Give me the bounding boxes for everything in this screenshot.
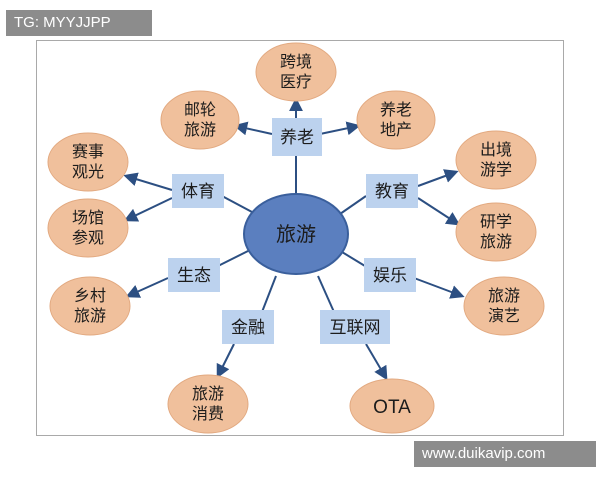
category-jiaoyu-label: 教育 — [375, 182, 409, 202]
watermark-bottom: www.duikavip.com — [414, 441, 596, 467]
leaf-changguan-canguan-line1: 场馆 — [72, 208, 104, 227]
category-tiyu: 体育 — [172, 174, 224, 208]
category-hulianwang: 互联网 — [320, 310, 390, 344]
leaf-lvyou-xiaofei-line2: 消费 — [192, 404, 224, 423]
leaf-changguan-canguan: 场馆 参观 — [47, 198, 129, 258]
arrow-to-lvyou-xiaofei — [216, 343, 235, 379]
leaf-ota: OTA — [349, 378, 435, 434]
connector-hub-yule — [341, 251, 366, 267]
leaf-youlun-lvyou: 邮轮 旅游 — [160, 90, 240, 150]
arrow-to-yanxue-lvyou — [417, 197, 461, 226]
leaf-ota-label: OTA — [373, 397, 411, 418]
leaf-xiangcun-lvyou: 乡村 旅游 — [49, 276, 131, 336]
arrow-to-saishi-guanguang — [123, 172, 173, 191]
leaf-chujing-youxue: 出境 游学 — [455, 130, 537, 190]
arrow-to-lvyou-yanyi — [413, 277, 465, 299]
leaf-youlun-lvyou-line1: 邮轮 — [184, 100, 216, 119]
category-yule-label: 娱乐 — [373, 266, 407, 286]
leaf-yanglao-dichan: 养老 地产 — [356, 90, 436, 150]
category-yanglao: 养老 — [272, 118, 322, 156]
hub-node: 旅游 — [243, 193, 349, 275]
leaf-lvyou-yanyi-line2: 演艺 — [488, 306, 520, 325]
watermark-top: TG: MYYJJPP — [6, 10, 152, 36]
leaf-kuajing-yiliao: 跨境 医疗 — [255, 42, 337, 102]
arrow-to-changguan-canguan — [123, 197, 173, 222]
leaf-yanxue-lvyou-line2: 旅游 — [480, 232, 512, 251]
category-shengtai-label: 生态 — [177, 266, 211, 286]
connector-hub-hulianwang — [317, 275, 335, 313]
category-hulianwang-label: 互联网 — [330, 318, 381, 338]
leaf-arrows — [123, 97, 465, 381]
leaf-yanxue-lvyou-line1: 研学 — [480, 212, 512, 231]
arrow-to-youlun-lvyou — [233, 121, 273, 136]
category-yanglao-label: 养老 — [280, 128, 314, 148]
leaf-lvyou-yanyi-line1: 旅游 — [488, 286, 520, 305]
leaf-kuajing-yiliao-line1: 跨境 — [280, 52, 312, 71]
leaf-lvyou-xiaofei-line1: 旅游 — [192, 384, 224, 403]
leaf-chujing-youxue-line2: 游学 — [480, 160, 512, 179]
hub-label: 旅游 — [276, 222, 316, 246]
category-jinrong: 金融 — [222, 310, 274, 344]
category-yule: 娱乐 — [364, 258, 416, 292]
arrow-to-ota — [365, 343, 388, 381]
category-tiyu-label: 体育 — [181, 182, 215, 202]
leaf-xiangcun-lvyou-line2: 旅游 — [74, 306, 106, 325]
leaf-youlun-lvyou-line2: 旅游 — [184, 120, 216, 139]
arrow-to-chujing-youxue — [417, 169, 459, 187]
leaf-kuajing-yiliao-line2: 医疗 — [280, 72, 312, 91]
leaf-saishi-guanguang: 赛事 观光 — [47, 132, 129, 192]
category-jiaoyu: 教育 — [366, 174, 418, 208]
arrow-to-yanglao-dichan — [319, 121, 361, 136]
leaf-lvyou-yanyi: 旅游 演艺 — [463, 276, 545, 336]
category-jinrong-label: 金融 — [231, 318, 265, 338]
leaf-chujing-youxue-line1: 出境 — [480, 140, 512, 159]
connector-hub-tiyu — [221, 195, 253, 213]
leaf-changguan-canguan-line2: 参观 — [72, 228, 104, 247]
leaf-saishi-guanguang-line1: 赛事 — [72, 142, 104, 161]
category-shengtai: 生态 — [168, 258, 220, 292]
leaf-lvyou-xiaofei: 旅游 消费 — [167, 374, 249, 434]
leaf-yanglao-dichan-line1: 养老 — [380, 100, 412, 119]
connector-hub-jinrong — [261, 275, 277, 313]
leaf-saishi-guanguang-line2: 观光 — [72, 162, 104, 181]
arrow-to-xiangcun-lvyou — [125, 277, 169, 298]
leaf-yanglao-dichan-line2: 地产 — [380, 120, 412, 139]
leaf-xiangcun-lvyou-line1: 乡村 — [74, 286, 106, 305]
leaf-yanxue-lvyou: 研学 旅游 — [455, 202, 537, 262]
hub-connectors — [217, 156, 367, 313]
connector-hub-shengtai — [217, 249, 251, 267]
connector-hub-jiaoyu — [339, 195, 367, 215]
